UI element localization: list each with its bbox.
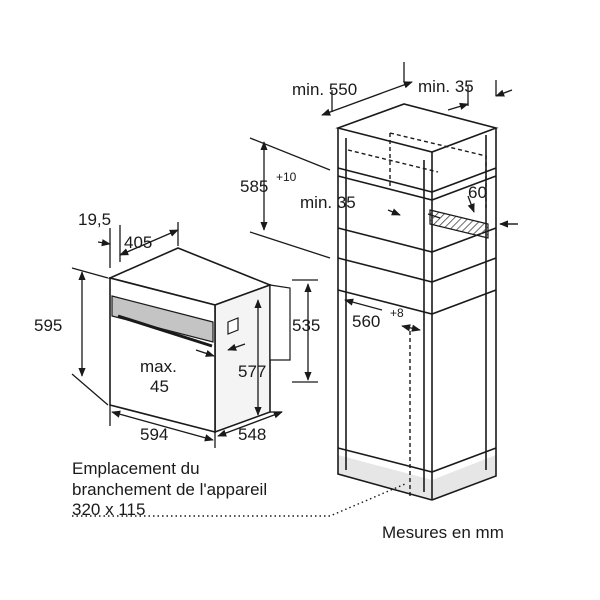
- cabinet-base-shade: [338, 455, 496, 500]
- label-45: 45: [150, 377, 169, 396]
- label-585-sup: +10: [276, 170, 297, 184]
- label-19-5: 19,5: [78, 210, 111, 229]
- label-60: 60: [468, 183, 487, 202]
- label-577: 577: [238, 362, 266, 381]
- label-585: 585: [240, 177, 268, 196]
- connection-text-line3: 320 x 115: [72, 500, 145, 519]
- label-535: 535: [292, 316, 320, 335]
- shelf-mid: [337, 227, 497, 253]
- label-560-sup: +8: [390, 306, 404, 320]
- shelf-lower: [337, 289, 497, 315]
- label-min550: min. 550: [292, 80, 357, 99]
- shelf-mid-2: [337, 257, 497, 283]
- label-560: 560: [352, 312, 380, 331]
- oven-handle: [117, 314, 213, 348]
- oven-rear-box: [269, 284, 291, 361]
- label-min35-top: min. 35: [418, 77, 474, 96]
- label-595: 595: [34, 316, 62, 335]
- oven-control-panel: [111, 295, 214, 343]
- connection-text-line2: branchement de l'appareil: [72, 480, 267, 499]
- label-594: 594: [140, 425, 168, 444]
- connection-text-line1: Emplacement du: [72, 459, 200, 478]
- cabinet: [335, 103, 499, 501]
- cabinet-back-dashed: [347, 132, 487, 496]
- oven-clip: [227, 317, 239, 335]
- label-548: 548: [238, 425, 266, 444]
- connection-leader: [72, 483, 406, 517]
- cabinet-side-right-edge: [431, 128, 497, 501]
- cabinet-top: [335, 103, 499, 153]
- ventilation-hatch: [429, 209, 489, 239]
- oven: [107, 247, 291, 434]
- dimension-lines: [71, 62, 518, 448]
- units-note: Mesures en mm: [382, 523, 504, 542]
- label-max: max.: [140, 357, 177, 376]
- oven-side: [214, 283, 271, 434]
- label-min35-mid: min. 35: [300, 193, 356, 212]
- cabinet-front-left-edge: [337, 128, 433, 501]
- label-405: 405: [124, 233, 152, 252]
- shelf-bottom: [337, 447, 497, 473]
- shelf-top-2: [337, 175, 497, 201]
- shelf-top: [337, 167, 497, 193]
